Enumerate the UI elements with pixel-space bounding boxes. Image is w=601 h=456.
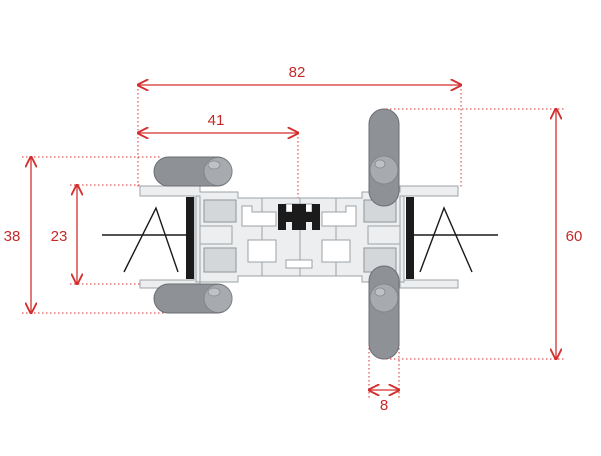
right-glass-sash-symbol [414, 206, 498, 273]
right-bottom-gasket [368, 265, 400, 360]
left-glass-sash-symbol [102, 206, 186, 273]
left-bottom-gasket [153, 283, 233, 314]
dimension-label-23: 23 [51, 228, 68, 245]
dimension-label-82: 82 [289, 64, 306, 81]
center-connector-profile [261, 197, 337, 277]
dimension-label-38: 38 [4, 228, 21, 245]
dimension-left-inner-height: 23 [51, 185, 77, 284]
dimension-half-width: 41 [138, 112, 298, 133]
dimension-right-height: 60 [556, 109, 582, 359]
dimension-label-60: 60 [566, 228, 583, 245]
dimension-overall-width: 82 [138, 64, 461, 85]
left-frame-profile [139, 185, 263, 289]
right-glazing-bead [406, 197, 414, 279]
dimension-left-outer-height: 38 [4, 157, 31, 313]
dimension-label-8: 8 [380, 397, 388, 414]
left-top-gasket [153, 156, 233, 187]
center-h-connector [278, 204, 320, 230]
dimension-label-41: 41 [208, 112, 225, 129]
right-top-gasket [368, 108, 400, 207]
left-glazing-bead [186, 197, 194, 279]
dimension-gasket-width: 8 [369, 390, 399, 414]
extension-lines [22, 85, 566, 398]
